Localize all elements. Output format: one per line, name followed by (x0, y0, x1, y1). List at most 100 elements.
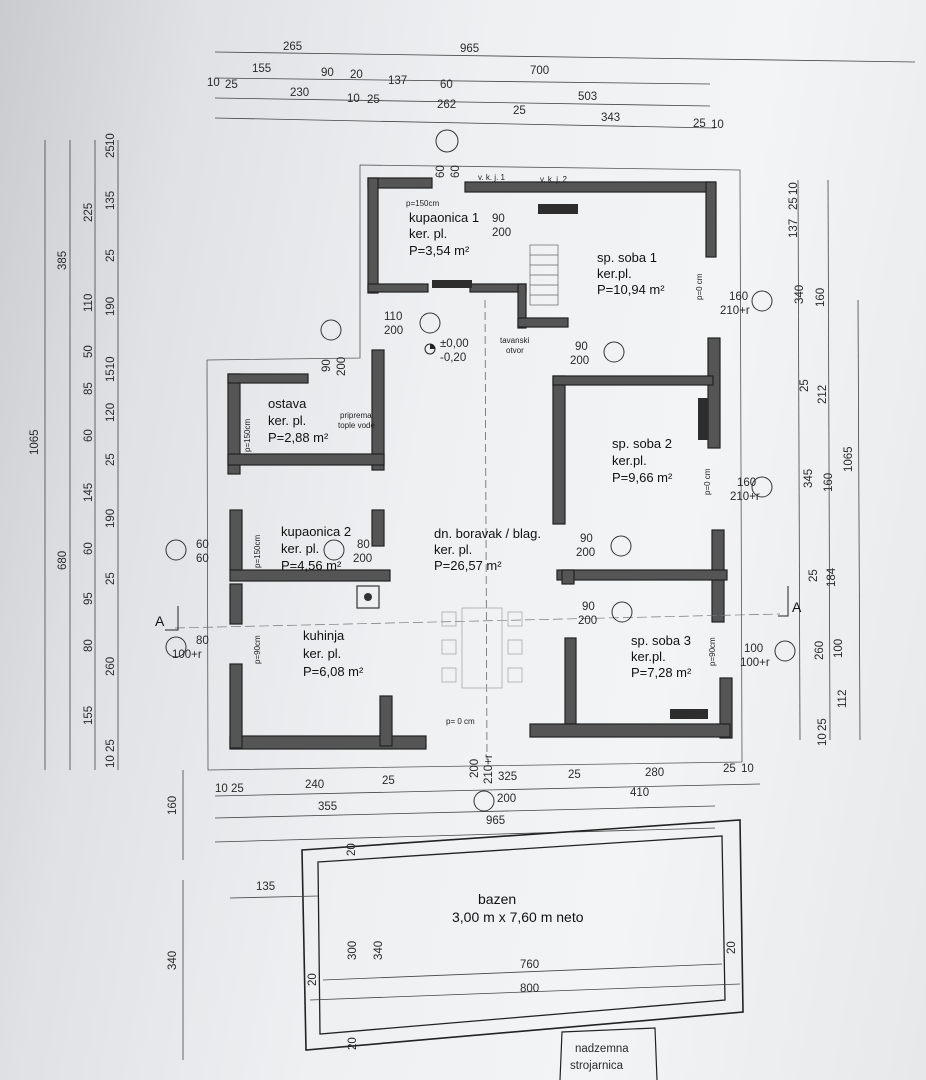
top-dimension-lines (214, 51, 916, 129)
opening-w: 90 (492, 213, 505, 225)
machine-room-label: strojarnica (570, 1060, 624, 1072)
pool-name: bazen (478, 891, 516, 907)
dim-right: 345 (803, 469, 815, 488)
opening-h: 60 (450, 165, 462, 178)
stairs (529, 244, 559, 306)
room-floor: ker.pl. (631, 649, 666, 664)
opening-w: 160 (729, 291, 748, 303)
parapet: p=150cm (253, 535, 262, 568)
dim-10a: 10 (207, 77, 220, 89)
parapet: p=0 cm (703, 468, 712, 495)
dim-155: 155 (252, 63, 271, 75)
vkj-label: v. k. j. 1 (478, 173, 506, 182)
dim-right: 160 (823, 473, 835, 492)
dim-20: 20 (350, 69, 363, 81)
opening-w: 60 (435, 165, 447, 178)
radiator-icon (670, 709, 708, 719)
dim-25c: 25 (513, 105, 526, 117)
parapet: p=150cm (243, 419, 252, 452)
radiator-icon (698, 398, 708, 440)
walls (227, 177, 733, 750)
opening-h: 200 (576, 547, 595, 559)
dim-right: 160 (815, 288, 827, 307)
dim-fine: 110 (83, 294, 95, 312)
room-floor: ker. pl. (303, 646, 341, 661)
opening-h: 200 (336, 357, 348, 376)
left-dimension-lines (44, 140, 184, 1060)
dim-1065-left: 1065 (29, 429, 41, 455)
wall (517, 317, 569, 328)
section-axis (484, 299, 488, 761)
room-soba-2: sp. soba 2 ker.pl. P=9,66 m² (612, 436, 673, 485)
dim-right: 212 (817, 385, 829, 404)
radiator-icon (538, 204, 578, 214)
opening-markers (165, 129, 796, 812)
dim-fine: 25 (105, 453, 117, 466)
room-area: P=6,08 m² (303, 664, 364, 679)
room-floor: ker. pl. (409, 226, 447, 241)
room-floor: ker. pl. (434, 542, 472, 557)
parapet: p=0 cm (695, 273, 704, 300)
wall (719, 677, 733, 739)
room-name: sp. soba 2 (612, 436, 672, 451)
dim-fine: 145 (83, 483, 95, 502)
dim-343: 343 (601, 112, 620, 124)
dim-965-top: 965 (460, 43, 479, 55)
wall (229, 583, 243, 625)
opening-w: 110 (384, 311, 402, 323)
dim-410: 410 (630, 787, 649, 799)
opening-h: 100+r (172, 649, 202, 661)
wall (564, 637, 577, 725)
room-area: P=9,66 m² (612, 470, 673, 485)
dim-fine: 85 (83, 382, 95, 395)
dim-fine: 120 (105, 403, 117, 422)
dim-230: 230 (290, 87, 309, 99)
dim-1065-right: 1065 (843, 446, 855, 472)
room-floor: ker. pl. (268, 413, 306, 428)
wall (705, 181, 717, 258)
wall (367, 283, 429, 293)
dim-bottom: 325 (498, 771, 517, 783)
dim-90: 90 (321, 67, 334, 79)
wall (379, 695, 393, 747)
wall (517, 283, 527, 329)
pool-size: 3,00 m x 7,60 m neto (452, 909, 584, 925)
bottom-dimension-texts: 10 25 240 25 325 25 280 25 10 355 200 41… (215, 763, 754, 827)
section-label-left: A (155, 613, 165, 629)
opening-h: 210+r (483, 754, 495, 784)
dim-bottom: 25 (382, 775, 395, 787)
pool-dim-inner: 760 (520, 959, 539, 971)
room-area: P=3,54 m² (409, 243, 470, 258)
room-kupaonica-2: kupaonica 2 ker. pl. P=4,56 m² (281, 524, 351, 573)
opening-h: 200 (353, 553, 372, 565)
dim-fine: 225 (83, 203, 95, 222)
opening-w: 90 (575, 341, 588, 353)
opening-w: 90 (321, 359, 333, 372)
dim-fine: 25 (105, 739, 117, 752)
pool-dim-outer: 800 (520, 983, 539, 995)
dim-680: 680 (57, 551, 69, 570)
dim-fine: 50 (83, 345, 95, 358)
opening-h: 100+r (740, 657, 770, 669)
parapet: p=90cm (253, 635, 262, 664)
opening-h: 200 (492, 227, 511, 239)
opening-w: 80 (357, 539, 370, 551)
right-dimension-lines (797, 179, 861, 741)
dim-fine: 60 (83, 429, 95, 442)
wall (464, 181, 716, 193)
dim-25d: 25 (693, 118, 706, 130)
pool-edge: 20 (346, 843, 358, 856)
room-area: P=2,88 m² (268, 430, 329, 445)
dim-262: 262 (437, 99, 456, 111)
room-area: P=4,56 m² (281, 558, 342, 573)
dim-right: 25 (817, 718, 829, 731)
dim-bottom: 280 (645, 767, 664, 779)
wall (371, 509, 385, 547)
dim-right: 10 (788, 182, 800, 195)
wall (561, 569, 575, 585)
pool-edge: 20 (347, 1037, 359, 1050)
dim-bottom: 10 (741, 763, 754, 775)
opening-w: 90 (580, 533, 593, 545)
dim-right: 100 (833, 639, 845, 658)
